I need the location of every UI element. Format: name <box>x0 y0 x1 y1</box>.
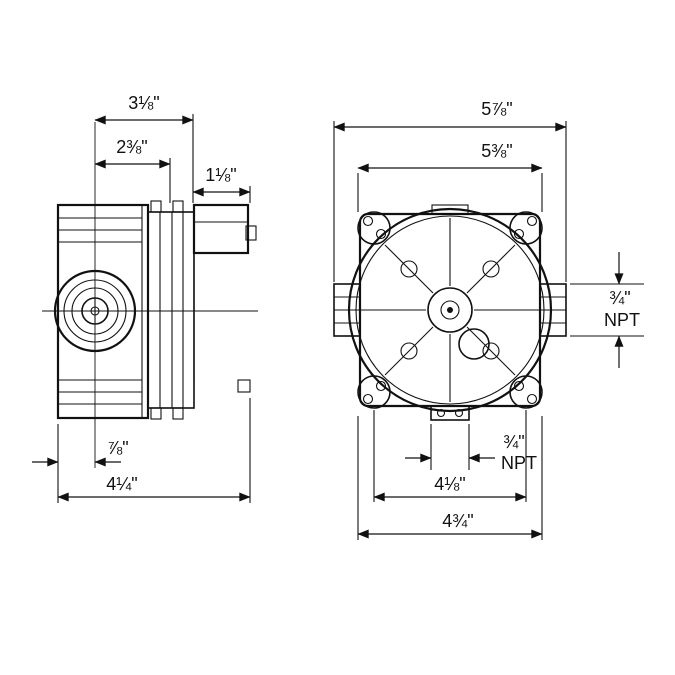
dim-right-port: ¾" NPT <box>570 252 644 368</box>
dim-front-plate-width: 5⅜" <box>357 141 543 212</box>
dim-label-4-1-8: 4⅛" <box>434 474 465 494</box>
dim-label-3-1-8: 3⅛" <box>128 93 159 113</box>
dim-label-5-7-8: 5⅞" <box>481 99 512 119</box>
dimensions: 3⅛" 2⅜" 1⅛" ⅞" 4¼" <box>32 93 644 540</box>
dim-side-small-depth: ⅞" <box>32 424 129 470</box>
front-view-housing <box>347 207 553 413</box>
dim-front-overall-width: 5⅞" <box>333 99 567 282</box>
dim-label-4-1-4: 4¼" <box>106 474 137 494</box>
side-view-port-boss <box>53 269 137 353</box>
dim-label-right-port-thread: NPT <box>604 310 640 330</box>
side-view-rear-block <box>192 203 257 393</box>
dim-label-5-3-8: 5⅜" <box>481 141 512 161</box>
dim-label-1-1-8: 1⅛" <box>205 165 236 185</box>
dim-bottom-port: ¾" NPT <box>405 424 537 473</box>
dim-label-7-8: ⅞" <box>107 438 128 458</box>
dim-label-4-3-4: 4¾" <box>442 511 473 531</box>
dim-side-overall-depth: 4¼" <box>57 398 251 503</box>
dim-front-hole-spacing: 4⅛" <box>373 410 527 502</box>
side-view <box>42 122 258 468</box>
dim-label-right-port-size: ¾" <box>609 288 630 308</box>
dim-side-upper-width: 2⅜" <box>94 137 171 203</box>
dim-side-step: 1⅛" <box>192 165 251 203</box>
dim-label-bottom-port-size: ¾" <box>503 432 524 452</box>
dim-front-overall-height: 4¾" <box>357 416 543 540</box>
side-view-flange <box>147 200 195 420</box>
dim-label-bottom-port-thread: NPT <box>501 453 537 473</box>
front-view <box>333 204 567 421</box>
dim-label-2-3-8: 2⅜" <box>116 137 147 157</box>
